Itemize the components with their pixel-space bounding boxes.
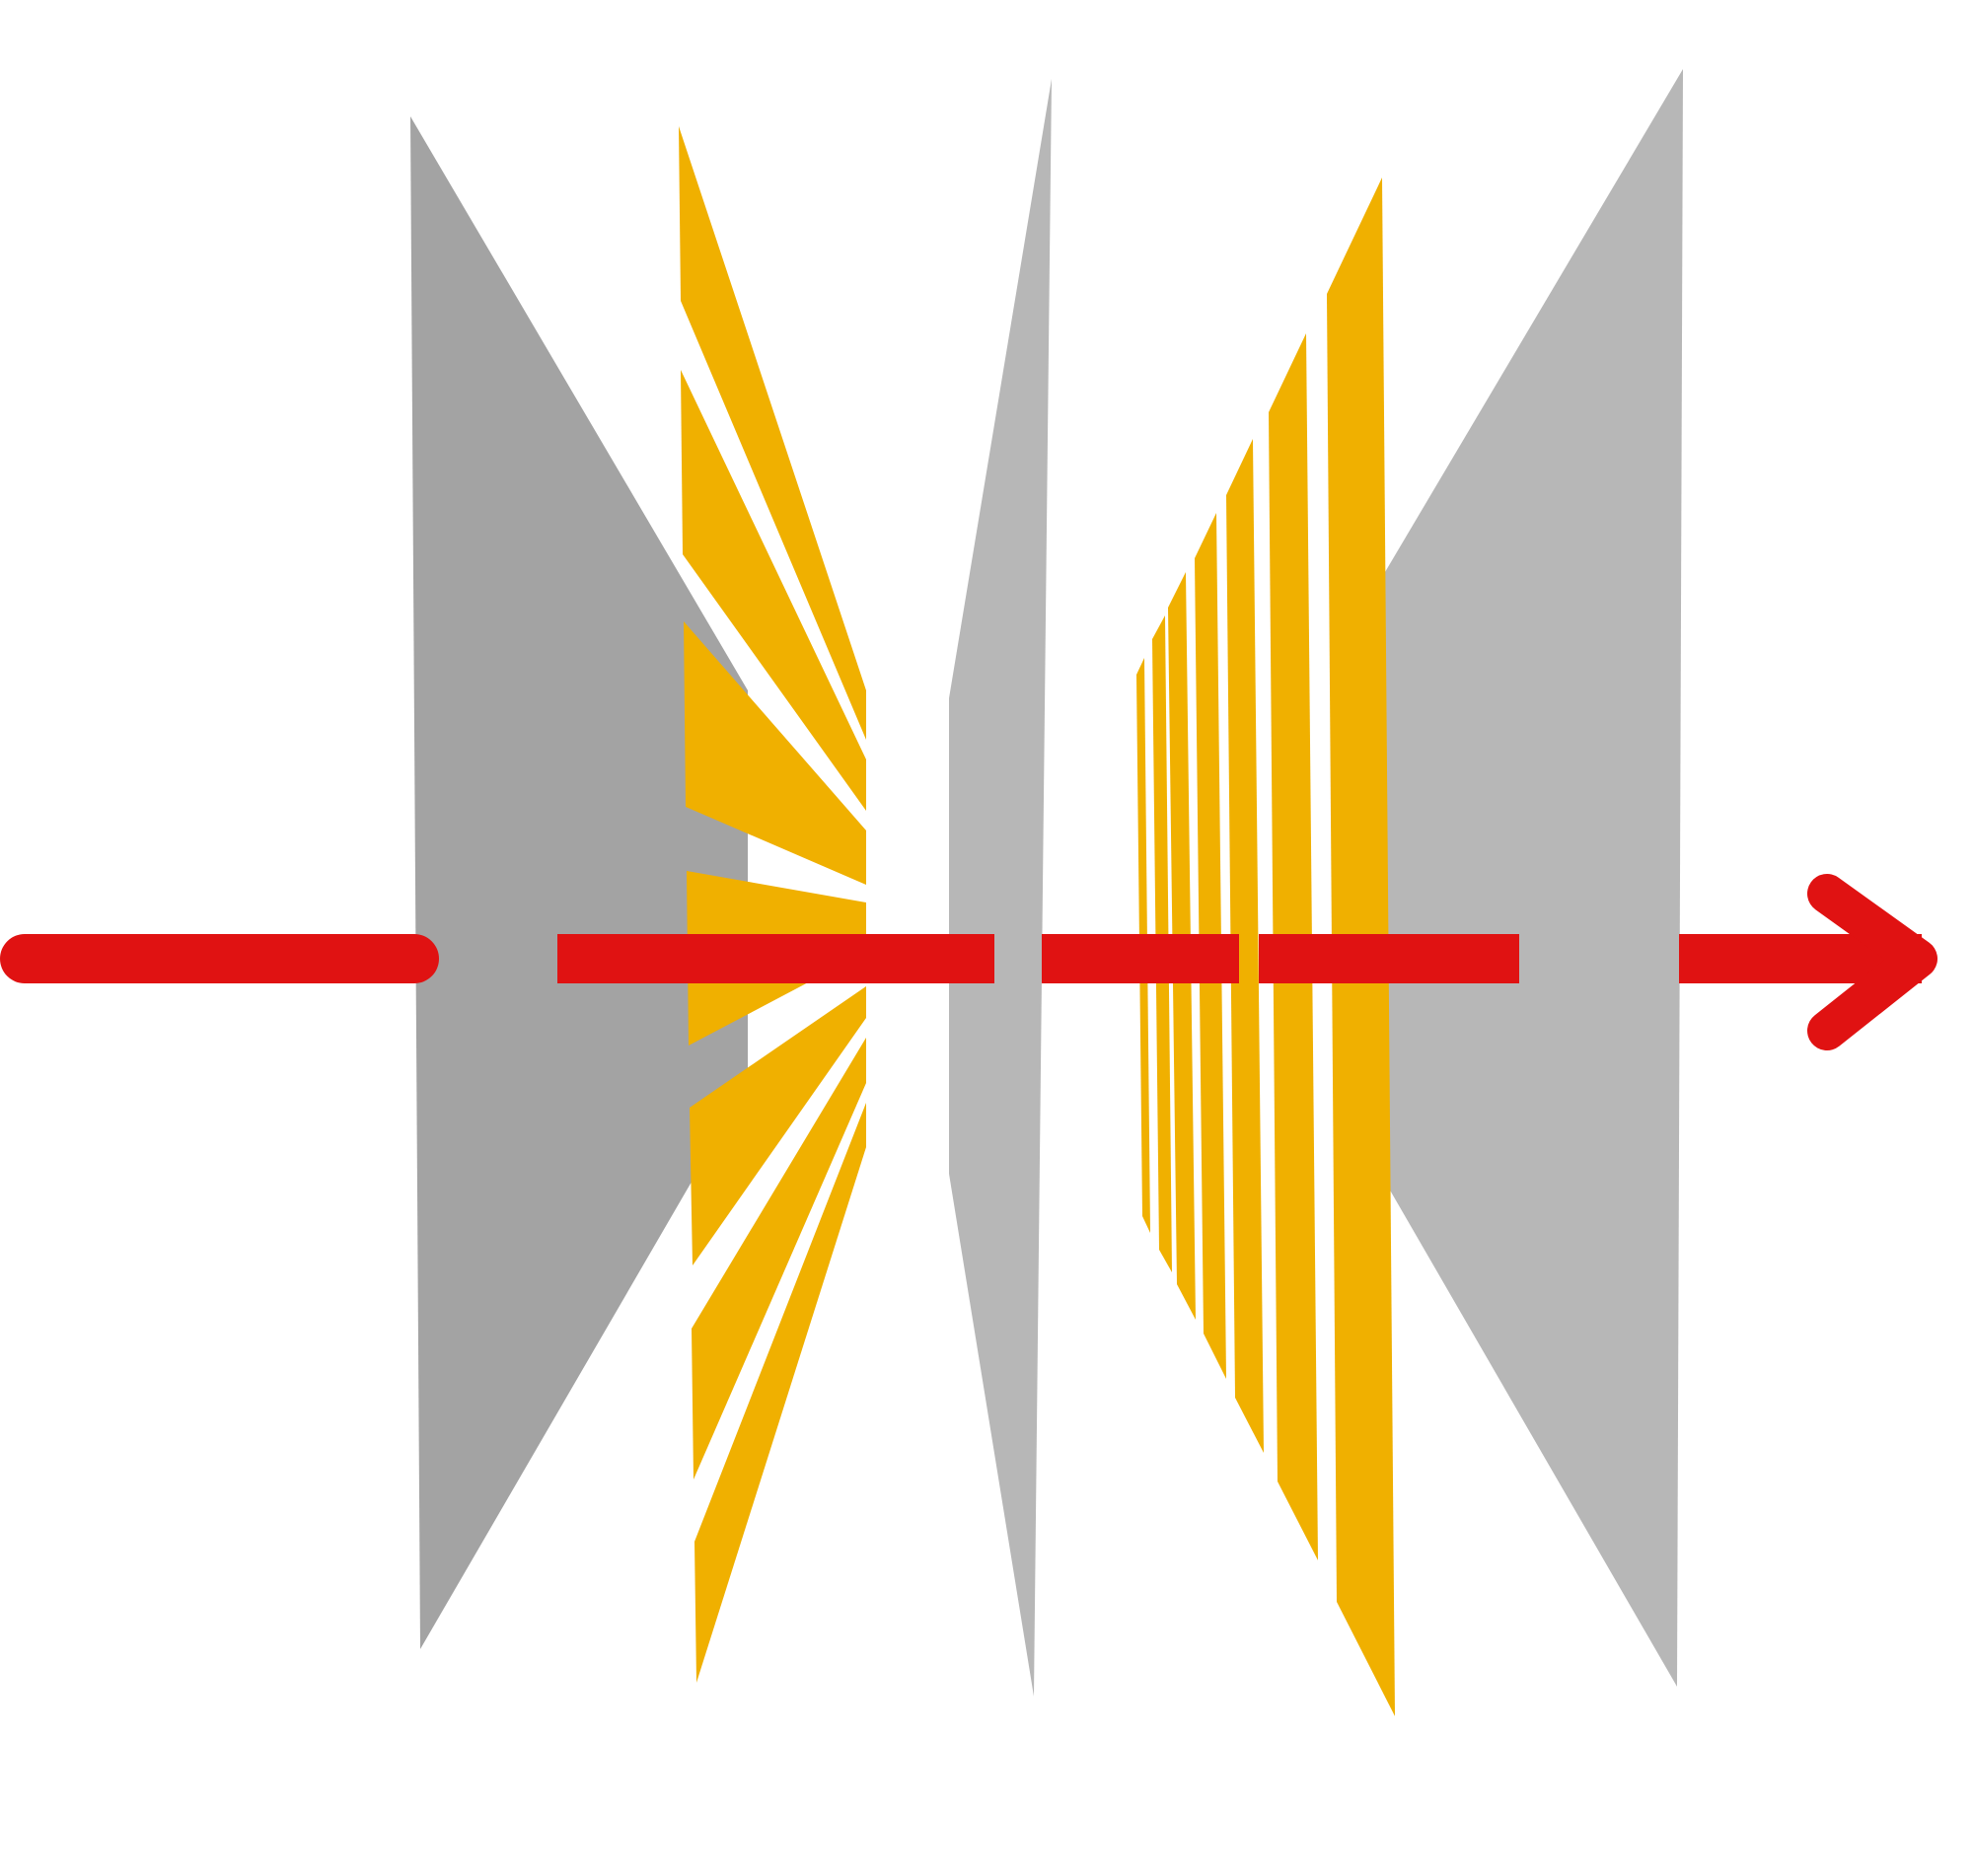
yellow-plate xyxy=(692,1038,866,1479)
yellow-plate xyxy=(681,370,866,811)
yellow-plate xyxy=(690,986,866,1265)
arrowhead-icon xyxy=(1807,874,1937,1050)
yellow-plate xyxy=(1226,439,1264,1453)
diverging-yellow-plates xyxy=(1136,178,1395,1716)
center-gray-lens xyxy=(949,79,1052,1696)
yellow-plate xyxy=(684,621,866,885)
yellow-plate xyxy=(679,126,866,740)
beam-axis-arrow xyxy=(0,874,1937,1050)
yellow-plate xyxy=(694,1103,866,1683)
left-gray-lens xyxy=(410,116,748,1649)
converging-yellow-plates xyxy=(679,126,866,1683)
right-gray-lens xyxy=(1385,69,1683,1687)
